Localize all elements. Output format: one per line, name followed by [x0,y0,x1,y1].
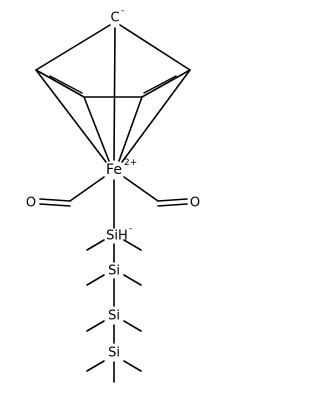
bond-si1-methyl-left [86,239,105,251]
carbanion-label: C [110,11,119,26]
bond-fe-lower-left [83,96,110,162]
bond-si2-methyl-left [86,274,105,286]
bond-fe-c [113,27,116,161]
iron-charge: 2+ [124,158,137,168]
bond-fe-left [35,69,107,163]
atom-labels: C - Fe 2+ O O SiH - Si Si Si [26,6,200,361]
silyl-chain-bonds [86,179,142,383]
bond-si3-methyl-left [86,320,105,332]
bond-si1-methyl-right [123,239,142,251]
bond-co-right-2 [157,203,188,207]
bond-co-left-1 [39,198,71,202]
bond-right-lower [141,69,191,98]
silyl-top-label: SiH [106,229,128,244]
structure-canvas: C - Fe 2+ O O SiH - Si Si Si [25,6,201,383]
bond-si4-methyl-right [123,360,142,372]
silicon-4-label: Si [108,346,120,361]
bond-c-top-right [119,24,191,71]
double-bond-right [143,75,177,94]
bond-fe-lower-right [118,96,143,162]
bond-co-left-2 [39,203,71,207]
silicon-3-label: Si [108,309,120,324]
oxygen-left-label: O [26,196,36,211]
bond-si3-methyl-right [123,320,142,332]
carbanion-charge: - [121,6,124,16]
iron-label: Fe [106,162,122,178]
double-bond-left [49,75,83,94]
carbonyl-ligands [39,176,188,207]
ring-bonds [35,24,191,98]
bond-fe-co-left [69,176,105,202]
bond-left-lower [35,69,85,98]
bond-c-top-left [35,24,111,71]
bond-fe-co-right [123,176,159,202]
oxygen-right-label: O [190,196,200,211]
bond-fe-right [121,69,191,163]
silyl-top-charge: - [129,224,132,234]
silicon-2-label: Si [108,264,120,279]
iron-ring-bonds [35,27,191,163]
bond-si4-methyl-left [86,360,105,372]
molecule-structure: C - Fe 2+ O O SiH - Si Si Si [26,6,200,383]
bond-si2-methyl-right [123,274,142,286]
bond-co-right-1 [157,198,188,202]
